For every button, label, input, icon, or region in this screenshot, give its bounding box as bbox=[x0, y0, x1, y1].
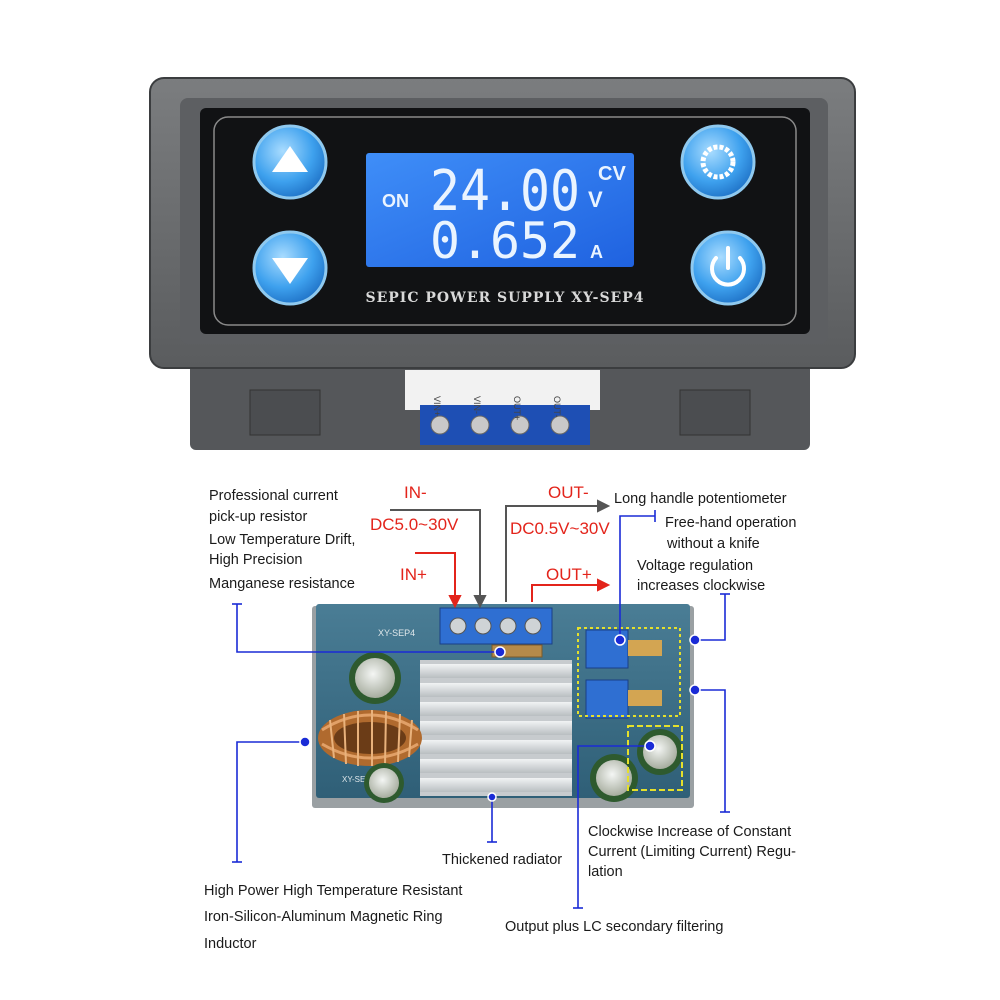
lcd-status: ON bbox=[382, 191, 409, 211]
callout-filter bbox=[577, 745, 650, 908]
mount-clip-left bbox=[249, 389, 321, 436]
pcb-board: XY-SEP4 XY-SEP4 bbox=[312, 604, 694, 808]
capacitor-output-1 bbox=[637, 729, 683, 775]
lcd-screen bbox=[366, 153, 634, 267]
label-out-range: DC0.5V~30V bbox=[510, 519, 610, 538]
callout-lines bbox=[232, 510, 730, 909]
terminal-label-vin-minus: VIN- bbox=[472, 396, 482, 414]
callout-dots bbox=[299, 634, 701, 802]
panel-caption: SEPIC POWER SUPPLY XY-SEP4 bbox=[366, 290, 645, 306]
label-freehand-line-2: without a knife bbox=[667, 536, 760, 552]
arrow-down-icon bbox=[272, 258, 308, 284]
callout-inductor bbox=[236, 741, 305, 862]
potentiometer-highlight bbox=[577, 627, 681, 717]
label-voltage-line-1: Voltage regulation bbox=[637, 558, 754, 574]
meter-module: VIN+ VIN- OUT+ OUT- ON 24.00 V CV 0.652 … bbox=[149, 77, 856, 450]
label-resistor-line-1: Professional current bbox=[209, 488, 338, 504]
label-current-line-3: lation bbox=[588, 864, 623, 880]
callout-potentiometer bbox=[619, 515, 655, 640]
arrow-out-minus bbox=[505, 505, 604, 602]
callout-voltage bbox=[695, 594, 726, 641]
label-current-line-2: Current (Limiting Current) Regu- bbox=[588, 844, 796, 860]
label-in-plus: IN+ bbox=[400, 565, 427, 584]
label-in-range: DC5.0~30V bbox=[370, 515, 459, 534]
arrow-up-icon bbox=[272, 146, 308, 172]
label-current-line-1: Clockwise Increase of Constant bbox=[588, 824, 792, 840]
terminal-label-strip bbox=[405, 370, 600, 410]
lcd-current: 0.652 bbox=[430, 212, 580, 270]
power-icon bbox=[710, 246, 746, 287]
label-filter: Output plus LC secondary filtering bbox=[505, 919, 724, 935]
set-button[interactable] bbox=[680, 124, 756, 200]
terminal-screws bbox=[430, 415, 570, 435]
heatsink-fins bbox=[420, 664, 572, 792]
potentiometer-current[interactable] bbox=[585, 679, 662, 719]
label-in-minus: IN- bbox=[404, 483, 427, 502]
capacitor-bottom-left bbox=[364, 763, 404, 803]
callout-resistor bbox=[236, 604, 500, 653]
label-voltage-line-2: increases clockwise bbox=[637, 578, 766, 594]
board-silkscreen-2: XY-SEP4 bbox=[342, 775, 376, 784]
panel-outline bbox=[213, 116, 797, 326]
board-silkscreen: XY-SEP4 bbox=[378, 628, 415, 638]
arrow-out-plus bbox=[531, 584, 604, 602]
terminal-labels: VIN+ VIN- OUT+ OUT- bbox=[432, 396, 562, 420]
callout-current bbox=[695, 689, 726, 812]
label-inductor-line-1: High Power High Temperature Resistant bbox=[204, 883, 463, 899]
terminal-label-out-minus: OUT- bbox=[552, 396, 562, 418]
label-inductor-line-3: Inductor bbox=[204, 936, 257, 952]
label-resistor-line-4: High Precision bbox=[209, 552, 303, 568]
lcd-voltage-unit: V bbox=[588, 187, 603, 212]
arrow-in-minus bbox=[390, 509, 481, 602]
label-out-minus: OUT- bbox=[548, 483, 589, 502]
label-freehand-line-1: Free-hand operation bbox=[665, 515, 797, 531]
pcb-terminal-screws bbox=[449, 617, 542, 635]
terminal-label-out-plus: OUT+ bbox=[512, 396, 522, 420]
label-resistor-line-3: Low Temperature Drift, bbox=[209, 532, 356, 548]
arrow-in-plus bbox=[415, 552, 456, 602]
label-potentiometer: Long handle potentiometer bbox=[614, 491, 787, 507]
label-resistor-line-2: pick-up resistor bbox=[209, 509, 308, 525]
label-resistor-line-5: Manganese resistance bbox=[209, 576, 355, 592]
mount-clip-right bbox=[679, 389, 751, 436]
up-button[interactable] bbox=[252, 124, 328, 200]
lcd-mode: CV bbox=[598, 163, 626, 185]
lcd-voltage: 24.00 bbox=[430, 159, 580, 224]
capacitor-output-2 bbox=[590, 754, 638, 802]
label-inductor-line-2: Iron-Silicon-Aluminum Magnetic Ring bbox=[204, 909, 443, 925]
gear-icon bbox=[700, 144, 736, 180]
terminal-label-vin-plus: VIN+ bbox=[432, 396, 442, 416]
label-out-plus: OUT+ bbox=[546, 565, 592, 584]
label-radiator: Thickened radiator bbox=[442, 852, 563, 868]
down-button[interactable] bbox=[252, 230, 328, 306]
power-button[interactable] bbox=[690, 230, 766, 306]
lcd-current-unit: A bbox=[590, 242, 603, 262]
filter-highlight bbox=[627, 725, 683, 791]
toroid-inductor bbox=[318, 710, 422, 766]
terminal-arrows bbox=[390, 499, 611, 609]
capacitor-top-left bbox=[349, 652, 401, 704]
